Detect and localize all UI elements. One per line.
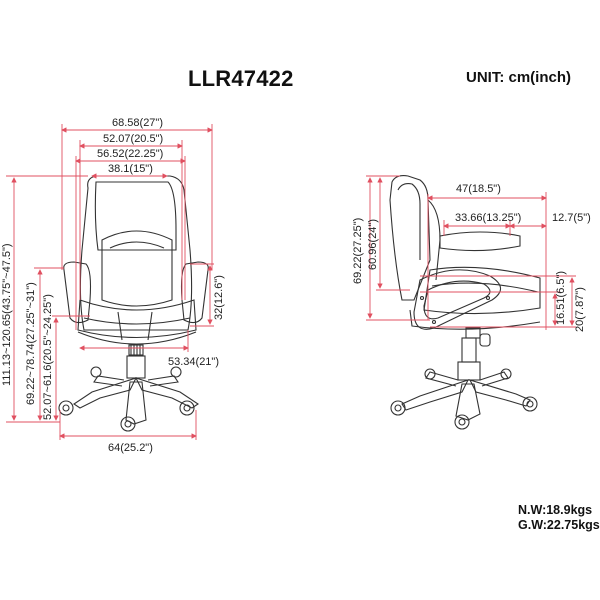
arm-inner-width-label: 52.07(20.5") — [103, 133, 164, 145]
back-width-label: 56.52(22.25") — [97, 148, 164, 160]
front-view-dimension-lines — [6, 124, 214, 440]
seat-width-label: 53.34(21") — [168, 356, 219, 368]
side-view-dimension-lines — [366, 175, 576, 330]
overall-height-label: 111.13~120.65(43.75"~47.5") — [1, 243, 13, 386]
model-title: LLR47422 — [188, 66, 294, 91]
armrest-height-label: 32(12.6") — [213, 275, 225, 320]
gross-weight: G.W:22.75kgs — [518, 518, 600, 532]
unit-label: UNIT: cm(inch) — [466, 69, 571, 86]
base-width-label: 64(25.2") — [108, 442, 153, 454]
overall-depth-label: 47(18.5") — [456, 183, 501, 195]
front-offset-label: 12.7(5") — [552, 212, 591, 224]
seat-height-label: 52.07~61.6(20.5"~24.25") — [42, 294, 54, 420]
net-weight: N.W:18.9kgs — [518, 503, 593, 517]
seat-depth-label: 33.66(13.25") — [455, 212, 522, 224]
front-view-chair — [58, 175, 209, 432]
arm-height-label: 69.22~78.74(27.25"~31") — [25, 282, 37, 405]
back-height-label: 69.22(27.25") — [352, 217, 364, 284]
seat-thickness-label: 16.51(6.5") — [555, 270, 567, 325]
back-inner-height-label: 60.96(24") — [367, 219, 379, 270]
headrest-width-label: 38.1(15") — [108, 163, 153, 175]
arm-to-seat-label: 20(7.87") — [574, 287, 586, 332]
side-view-chair — [389, 175, 541, 430]
overall-width-label: 68.58(27") — [112, 117, 163, 129]
